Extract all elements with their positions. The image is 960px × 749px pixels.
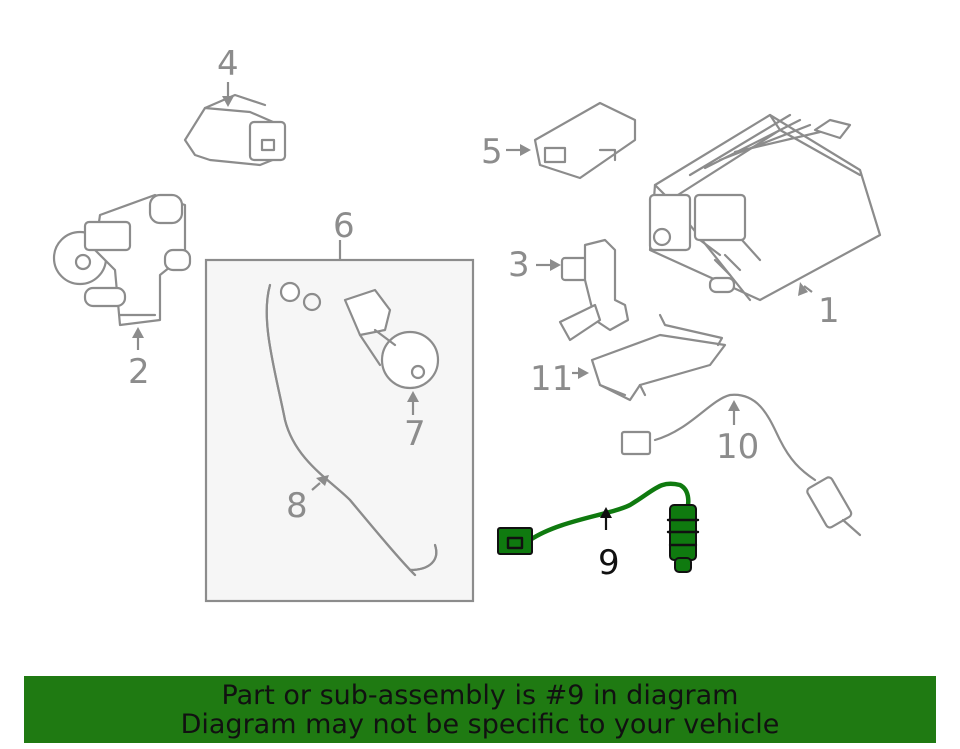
part-10-oxygen-sensor[interactable]: [620, 393, 862, 537]
banner-line-2: Diagram may not be specific to your vehi…: [180, 708, 780, 740]
callout-9: 9: [598, 543, 620, 583]
banner-line-1: Part or sub-assembly is #9 in diagram: [221, 679, 739, 711]
part-3-fitting[interactable]: [558, 238, 630, 342]
callout-11: 11: [530, 359, 573, 399]
part-11-bracket[interactable]: [590, 313, 727, 402]
callout-5: 5: [481, 132, 503, 172]
part-9-oxygen-sensor-highlighted[interactable]: [497, 481, 700, 573]
callout-7: 7: [404, 414, 426, 454]
callout-2: 2: [128, 352, 150, 392]
group-box-6: [204, 258, 475, 603]
part-1-canister[interactable]: [648, 113, 882, 302]
callout-10: 10: [716, 427, 759, 467]
part-5-connector[interactable]: [533, 101, 637, 180]
callout-1: 1: [818, 291, 840, 331]
callout-6: 6: [333, 206, 355, 246]
callout-3: 3: [508, 245, 530, 285]
part-2-valve[interactable]: [52, 193, 192, 327]
callout-4: 4: [217, 44, 239, 84]
info-banner: Part or sub-assembly is #9 in diagram Di…: [24, 676, 936, 743]
part-4-sensor[interactable]: [183, 93, 287, 167]
callout-8: 8: [286, 486, 308, 526]
part-7-valve[interactable]: [343, 288, 440, 390]
part-8-hose[interactable]: [265, 281, 438, 577]
